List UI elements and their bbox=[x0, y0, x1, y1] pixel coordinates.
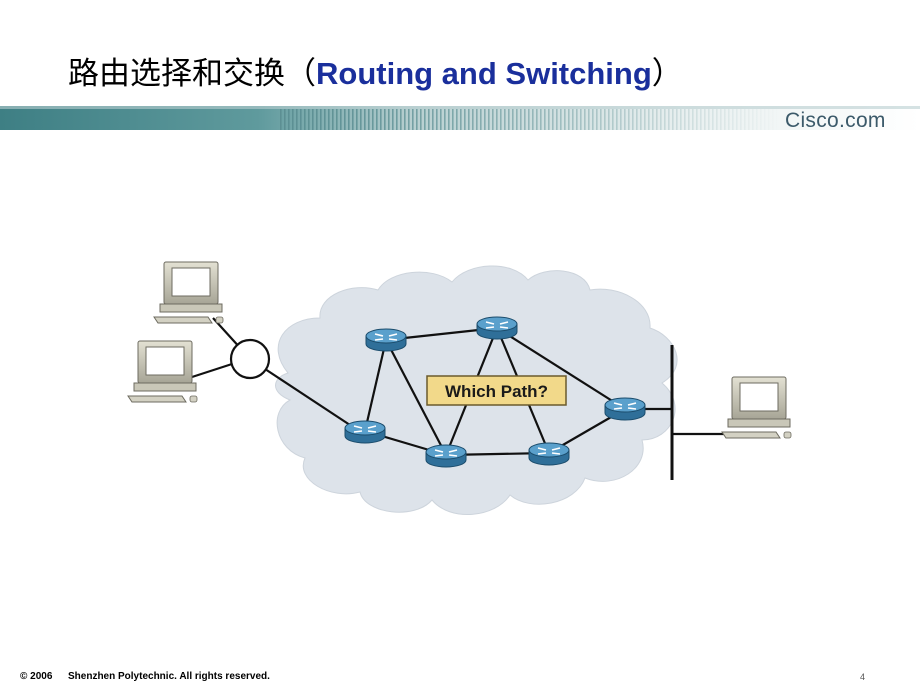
slide-title: 路由选择和交换（Routing and Switching） bbox=[68, 54, 683, 94]
title-open-paren: （ bbox=[285, 56, 316, 92]
pc-bottom-left bbox=[127, 340, 198, 403]
which-path-label: Which Path? bbox=[445, 382, 548, 401]
router-3 bbox=[344, 420, 386, 444]
pc-top-left bbox=[153, 261, 224, 324]
router-4 bbox=[425, 444, 467, 468]
footer: © 2006 Shenzhen Polytechnic. All rights r… bbox=[20, 671, 270, 682]
title-english: Routing and Switching bbox=[316, 56, 652, 91]
title-chinese: 路由选择和交换 bbox=[68, 56, 285, 92]
which-path-label-box bbox=[426, 375, 567, 406]
footer-org: Shenzhen Polytechnic. All rights reserve… bbox=[68, 671, 270, 682]
router-2 bbox=[476, 316, 518, 340]
header-band bbox=[0, 106, 920, 130]
router-5 bbox=[528, 442, 570, 466]
router-1 bbox=[365, 328, 407, 352]
router-6 bbox=[604, 397, 646, 421]
cisco-brand: Cisco.com bbox=[785, 109, 886, 132]
page-number: 4 bbox=[860, 672, 866, 682]
pc-right bbox=[721, 376, 792, 439]
footer-copyright: © 2006 bbox=[20, 671, 53, 682]
title-close-paren: ） bbox=[651, 56, 683, 92]
hub bbox=[229, 338, 271, 380]
